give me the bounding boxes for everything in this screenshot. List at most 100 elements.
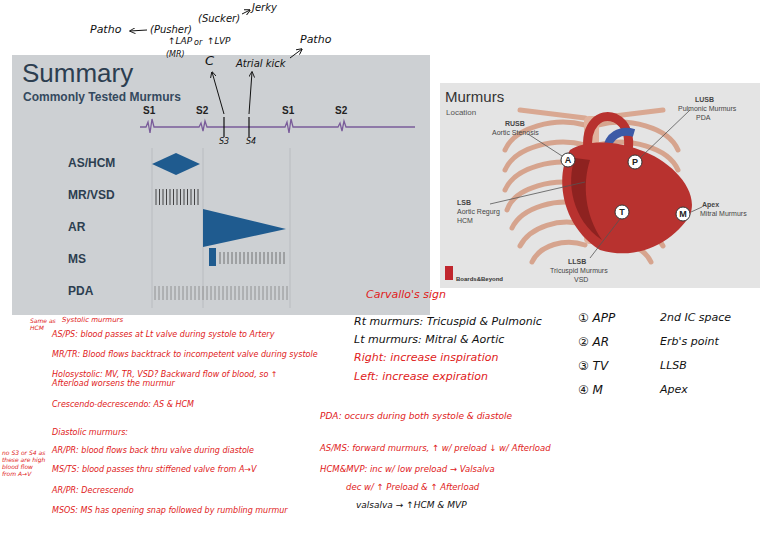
note: S4 (246, 137, 256, 146)
note: 2nd IC space (660, 312, 731, 325)
rib (505, 122, 585, 262)
note: (Sucker) (198, 13, 240, 25)
note: MR/TR: Blood flows backtrack to incompet… (52, 350, 318, 359)
sound-tick (224, 117, 249, 137)
slide-panel: MurmursLocationA P T M (440, 83, 760, 288)
logo-mark (445, 266, 453, 280)
opening-snap (209, 248, 216, 266)
holosystolic-murmur (156, 189, 198, 205)
location-label: Pulmonic Murmurs (678, 105, 736, 113)
note: Apex (660, 384, 688, 397)
location-label: Mitral Murmurs (700, 210, 747, 218)
note: HCM&MVP: inc w/ low preload → Valsalva (320, 465, 495, 475)
note: dec w/ ↑ Preload & ↑ Afterload (346, 483, 479, 493)
note: ④ M (578, 384, 603, 398)
note: no S3 or S4 as these are high blood flow… (2, 450, 48, 478)
location-label: Tricuspid Murmurs (550, 267, 608, 275)
leader-line (490, 110, 702, 258)
location-label: Apex (702, 201, 719, 209)
location-label: PDA (696, 114, 710, 122)
decrescendo-murmur (203, 209, 286, 247)
note: ① APP (578, 312, 615, 326)
heart-sound-label: S2 (335, 105, 347, 117)
note: (MR) (166, 50, 185, 59)
annotation-arrow (242, 10, 250, 14)
valve-marker: A (560, 152, 576, 168)
murmur-label: AS/HCM (68, 157, 115, 171)
murmur-label: PDA (68, 285, 93, 299)
crescendo-decrescendo-murmur (152, 153, 200, 175)
note: AR/PR: Decrescendo (52, 486, 134, 495)
location-label: LLSB (568, 258, 586, 266)
valve-marker: P (627, 154, 643, 170)
note: Patho (300, 34, 331, 47)
slide-subtitle: Location (446, 108, 476, 117)
note: or (194, 38, 202, 47)
heart-sound-trace (140, 119, 415, 133)
note: valsalva → ↑HCM & MVP (356, 500, 467, 510)
note: ↑LAP (168, 36, 192, 46)
slide-subtitle: Commonly Tested Murmurs (23, 90, 181, 104)
valve-letter: T (614, 204, 630, 220)
note: Left: increase expiration (354, 371, 488, 384)
note: AS/PS: blood passes at Lt valve during s… (52, 330, 274, 339)
annotation-arrow (212, 72, 224, 114)
note: ② AR (578, 336, 609, 350)
murmur-label: MS (68, 253, 86, 267)
note: ③ TV (578, 360, 608, 374)
note: Right: increase inspiration (354, 352, 498, 365)
note: LLSB (660, 360, 687, 373)
slide-title: Summary (22, 58, 133, 89)
aorta (588, 117, 629, 150)
slide-title: Murmurs (445, 88, 504, 105)
heart-sound-label: S1 (282, 105, 294, 117)
note: Atrial kick (236, 58, 286, 70)
note: Diastolic murmurs: (52, 428, 128, 437)
note: Carvallo's sign (366, 289, 446, 302)
circle-shape (676, 207, 690, 221)
pulmonary-trunk (607, 132, 634, 150)
heart-sound-label: S2 (196, 105, 208, 117)
murmur-label: AR (68, 221, 85, 235)
continuous-murmur (155, 286, 287, 300)
watermark: Boards&Beyond (456, 276, 503, 283)
location-label: HCM (457, 217, 473, 225)
note: PDA: occurs during both systole & diasto… (320, 411, 512, 421)
rib (598, 122, 678, 262)
circle-shape (628, 155, 642, 169)
note: ↑LVP (207, 36, 230, 46)
circle-shape (615, 205, 629, 219)
location-label: LUSB (695, 96, 714, 104)
annotation-arrow (249, 72, 252, 114)
heart-sound-label: S1 (143, 105, 155, 117)
sternum (584, 116, 599, 244)
annotation-arrow (290, 49, 302, 58)
location-label: RUSB (505, 120, 525, 128)
slide-panel: SummaryCommonly Tested Murmurs (12, 55, 430, 315)
location-label: VSD (574, 276, 588, 284)
annotation-arrow (130, 30, 147, 31)
circle-shape (561, 153, 575, 167)
note: MS/TS: blood passes thru stiffened valve… (52, 465, 257, 474)
location-label: Aortic Stenosis (492, 129, 539, 137)
valve-letter: A (560, 152, 576, 168)
note: AS/MS: forward murmurs, ↑ w/ preload ↓ w… (320, 444, 551, 454)
note: Same as HCM (30, 318, 58, 332)
note: Erb's point (660, 336, 719, 349)
heart-shading (571, 158, 602, 240)
note: Lt murmurs: Mitral & Aortic (354, 334, 504, 347)
note: (Pusher) (150, 24, 192, 36)
clavicle (520, 110, 663, 118)
note: Systolic murmurs (62, 316, 123, 324)
heart (562, 143, 692, 254)
note: Jerky (252, 2, 277, 14)
location-label: Aortic Regurg (457, 208, 500, 216)
note: C (205, 54, 214, 69)
location-label: LSB (457, 199, 471, 207)
note: Rt murmurs: Tricuspid & Pulmonic (354, 316, 542, 329)
rumbling-murmur (220, 252, 284, 264)
note: MSOS: MS has opening snap followed by ru… (52, 506, 288, 515)
valve-letter: M (675, 206, 691, 222)
grid-line (152, 148, 290, 308)
